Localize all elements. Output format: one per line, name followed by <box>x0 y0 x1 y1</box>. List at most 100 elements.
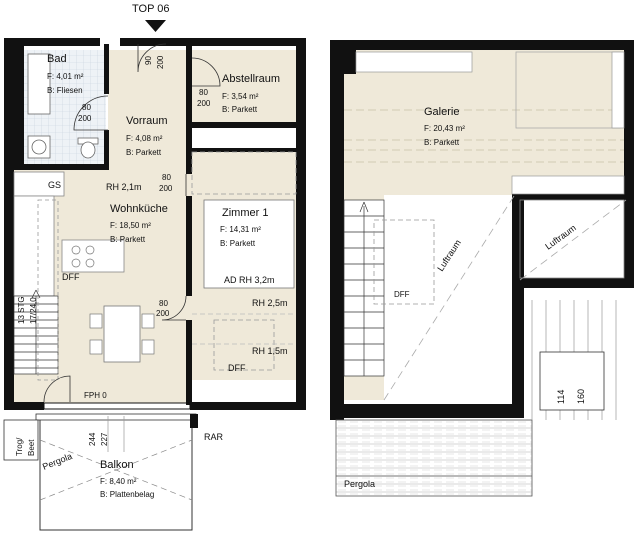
wall-right <box>296 38 306 410</box>
skylight <box>539 351 605 411</box>
galerie-desk <box>355 51 473 73</box>
wardrobe <box>191 151 297 195</box>
bed <box>203 199 295 289</box>
upper-wall-left <box>330 40 344 420</box>
room-vorraum-floor: B: Parkett <box>126 148 162 157</box>
dim-balkon-1: 244 <box>88 432 97 446</box>
kitchen-counter-top <box>13 171 65 197</box>
upper-wall-mid <box>512 196 524 416</box>
wall-zimmer-left <box>186 196 192 296</box>
upper-floor-plan <box>330 40 634 497</box>
dim-bad-w: 80 <box>82 103 91 112</box>
dim-win-2: 160 <box>576 389 586 404</box>
label-rar: RAR <box>204 432 224 442</box>
wall-bad-right <box>104 44 109 94</box>
entrance-arrow <box>145 20 166 32</box>
label-dff-upper: DFF <box>394 290 410 299</box>
galerie-bench <box>511 175 625 195</box>
room-wohnkueche-area: F: 18,50 m² <box>110 221 151 230</box>
wall-zimmer-left-2 <box>186 320 192 405</box>
label-dff-zimmer: DFF <box>228 363 246 373</box>
pergola <box>335 419 533 497</box>
roof-lines <box>344 109 624 163</box>
room-wohnkueche-floor: B: Parkett <box>110 235 146 244</box>
trog-beet-box <box>3 419 39 461</box>
label-pergola-right: Pergola <box>344 479 375 489</box>
wall-bottom-left <box>4 402 44 410</box>
label-ad-rh: AD RH 3,2m <box>224 275 275 285</box>
dashed-stair-outline <box>37 199 59 381</box>
vorraum-floor <box>108 50 190 170</box>
room-abstell-area: F: 3,54 m² <box>222 92 259 101</box>
room-zimmer-name: Zimmer 1 <box>222 207 268 219</box>
room-wohnkueche-name: Wohnküche <box>110 203 168 215</box>
upper-wall-top <box>330 40 632 50</box>
hob-4 <box>85 258 95 268</box>
wall-left <box>4 38 14 410</box>
shower <box>27 53 51 115</box>
galerie-floor <box>344 50 624 195</box>
room-vorraum-area: F: 4,08 m² <box>126 134 163 143</box>
label-beet: Beet <box>27 439 36 456</box>
room-bad-area: F: 4,01 m² <box>47 72 84 81</box>
label-dff-kitchen: DFF <box>62 272 80 282</box>
sink-bowl <box>31 139 47 155</box>
upper-wall-luft-top <box>512 194 634 200</box>
lower-floor-plan <box>3 20 306 531</box>
label-gs: GS <box>48 180 61 190</box>
window-bottom <box>43 402 191 410</box>
room-balkon-name: Balkon <box>100 459 134 471</box>
dim-bad-h: 200 <box>78 114 92 123</box>
room-galerie-floor: B: Parkett <box>424 138 460 147</box>
room-balkon-area: F: 8,40 m² <box>100 477 137 486</box>
dashed-line-zimmer <box>192 313 296 345</box>
toilet-bowl <box>80 141 96 159</box>
dim-balkon-2: 227 <box>100 432 109 446</box>
sink <box>27 135 51 159</box>
wall-bottom-right <box>190 402 306 410</box>
room-abstell-floor: B: Parkett <box>222 105 258 114</box>
dim-entry-w: 90 <box>144 56 153 65</box>
balcony <box>3 413 198 531</box>
dashed-dff-zimmer <box>213 319 275 371</box>
doors <box>43 43 221 403</box>
label-luftraum-2: Luftraum <box>543 223 578 252</box>
hob-1 <box>71 245 81 255</box>
label-stairs: 13 STG <box>17 296 26 324</box>
room-bad-floor: B: Fliesen <box>47 86 83 95</box>
wall-bad-bottom <box>14 164 108 170</box>
chair-4 <box>141 339 155 355</box>
wall-abstell-bottom <box>192 122 296 128</box>
room-galerie-area: F: 20,43 m² <box>424 124 465 133</box>
hob-2 <box>85 245 95 255</box>
unit-title: TOP 06 <box>132 3 170 15</box>
label-stairs-dim: 17/24,0 <box>29 297 38 324</box>
chair-2 <box>89 339 103 355</box>
stairs-upper <box>343 199 385 377</box>
kitchen-island <box>61 239 125 273</box>
dim-vr-w: 80 <box>162 173 171 182</box>
dff-floor <box>384 195 514 305</box>
label-rh21: RH 2,1m <box>106 182 142 192</box>
wall-bad-left <box>14 44 24 168</box>
room-galerie-name: Galerie <box>424 106 459 118</box>
wall-zimmer-top <box>192 148 296 152</box>
wall-bad-right-2 <box>104 130 109 170</box>
label-rh15: RH 1,5m <box>252 346 288 356</box>
abstell-floor <box>192 50 296 126</box>
label-fph: FPH 0 <box>84 391 107 400</box>
room-bad-name: Bad <box>47 53 67 65</box>
room-zimmer-area: F: 14,31 m² <box>220 225 261 234</box>
dining-table <box>103 305 141 363</box>
chair-1 <box>89 313 103 329</box>
wall-vr-right <box>186 44 192 174</box>
upper-wall-small <box>344 50 356 74</box>
room-vorraum-name: Vorraum <box>126 115 168 127</box>
stairs-lower <box>13 289 59 375</box>
dim-wk-w: 80 <box>159 299 168 308</box>
chair-3 <box>141 313 155 329</box>
room-balkon-floor: B: Plattenbelag <box>100 490 154 499</box>
room-abstell-name: Abstellraum <box>222 73 280 85</box>
luftraum-box <box>519 199 625 279</box>
